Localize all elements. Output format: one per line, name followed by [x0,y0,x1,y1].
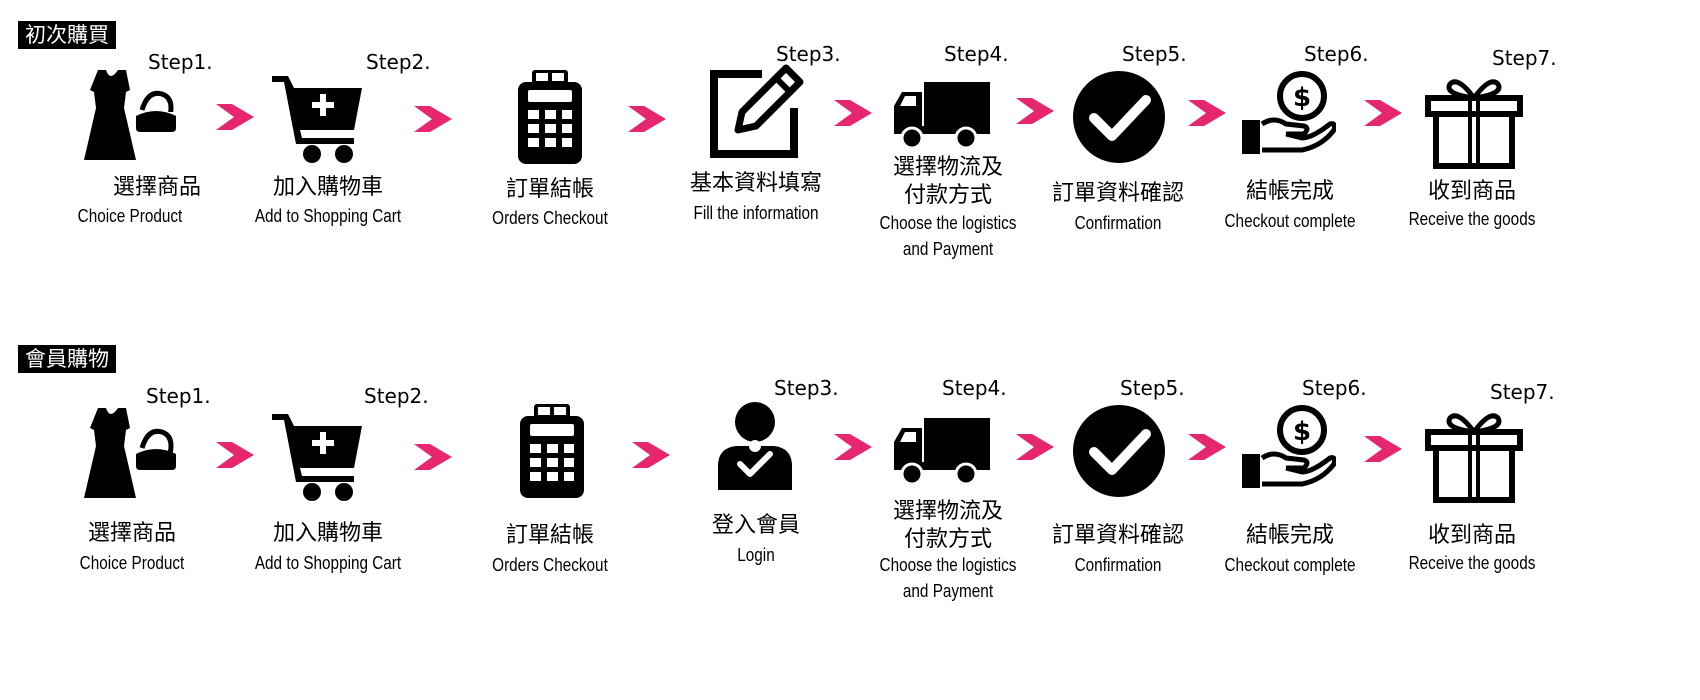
step-title-zh: 收到商品 [1427,179,1516,204]
arrow-icon [216,104,254,130]
arrow-icon [834,434,872,460]
dress-bag-icon [84,408,176,498]
dress-bag-icon [84,70,176,160]
step-title-zh: 訂單資料確認 [1051,523,1184,548]
step-title-en: Receive the goods [1408,553,1536,573]
user-check-icon [718,402,792,490]
check-circle-icon [1073,405,1165,497]
step-title-en: Choose the logistics [879,213,1017,233]
step-label: Step6. [1302,376,1367,400]
step-title-en: Add to Shopping Cart [254,553,402,573]
step-title-en: Add to Shopping Cart [254,206,402,226]
cart-plus-icon [272,414,362,501]
step-title-zh: 登入會員 [711,513,800,538]
step-title-en: Choose the logistics [879,555,1017,575]
hand-coin-icon: $ [1242,71,1336,154]
check-circle-icon [1073,71,1165,163]
hand-coin-icon: $ [1242,405,1336,488]
arrow-icon [834,100,872,126]
step-title-en: Receive the goods [1408,209,1536,229]
arrow-icon [1188,100,1226,126]
step-title-zh: 訂單資料確認 [1051,181,1184,206]
step-title-en: Confirmation [1074,555,1162,575]
step-label: Step3. [776,42,841,66]
section-title: 會員購物 [18,345,116,373]
arrow-icon [414,106,452,132]
edit-icon [710,64,804,158]
pos-terminal-icon [520,404,584,498]
step-title-zh: 選擇商品 [87,521,176,546]
step-title-zh: 結帳完成 [1245,179,1334,204]
step-title-zh: 加入購物車 [272,175,383,200]
step-label: Step3. [774,376,839,400]
step-label: Step2. [364,384,429,408]
arrow-icon [216,442,254,468]
step-label: Step1. [146,384,211,408]
step-title-zh: 選擇商品 [112,175,201,200]
pos-terminal-icon [518,70,582,164]
cart-plus-icon [272,76,362,163]
section-member-shopping: 會員購物 Step1. 選擇商品 Choice Product Step2. 加… [0,336,1700,676]
step-label: Step1. [148,50,213,74]
step-title-en: Confirmation [1074,213,1162,233]
arrow-icon [414,444,452,470]
arrow-icon [1016,98,1054,124]
step-title-en: and Payment [902,239,994,259]
section-first-purchase: 初次購買 Step1. 選擇商品 Choice Product Step2. 加… [0,0,1700,340]
step-label: Step2. [366,50,431,74]
step-title-en: Orders Checkout [492,555,608,575]
step-title-zh: 訂單結帳 [505,177,594,202]
section-title: 初次購買 [18,21,116,49]
step-title-zh: 收到商品 [1427,523,1516,548]
step-label: Step5. [1120,376,1185,400]
gift-icon [1425,413,1523,503]
truck-icon [894,418,990,484]
step-title-en: Checkout complete [1224,211,1356,231]
arrow-icon [1364,436,1402,462]
step-label: Step7. [1492,46,1557,70]
step-title-zh: 結帳完成 [1245,523,1334,548]
step-title-zh: 選擇物流及 付款方式 [892,499,1003,552]
step-title-en: Fill the information [693,203,819,223]
gift-icon [1425,79,1523,169]
step-title-en: and Payment [902,581,994,601]
arrow-icon [632,442,670,468]
step-label: Step4. [944,42,1009,66]
truck-icon [894,82,990,148]
step-title-en: Choice Product [77,206,183,226]
step-label: Step7. [1490,380,1555,404]
step-label: Step5. [1122,42,1187,66]
svg-text:$: $ [1293,417,1311,447]
step-title-zh: 加入購物車 [272,521,383,546]
step-title-zh: 選擇物流及 付款方式 [892,155,1003,208]
step-title-en: Orders Checkout [492,208,608,228]
step-title-zh: 訂單結帳 [505,523,594,548]
step-title-en: Checkout complete [1224,555,1356,575]
step-label: Step4. [942,376,1007,400]
arrow-icon [628,106,666,132]
arrow-icon [1364,100,1402,126]
step-label: Step6. [1304,42,1369,66]
step-title-en: Choice Product [79,553,185,573]
arrow-icon [1188,434,1226,460]
step-title-en: Login [737,545,775,565]
arrow-icon [1016,434,1054,460]
svg-text:$: $ [1293,83,1311,113]
step-title-zh: 基本資料填寫 [689,171,822,196]
